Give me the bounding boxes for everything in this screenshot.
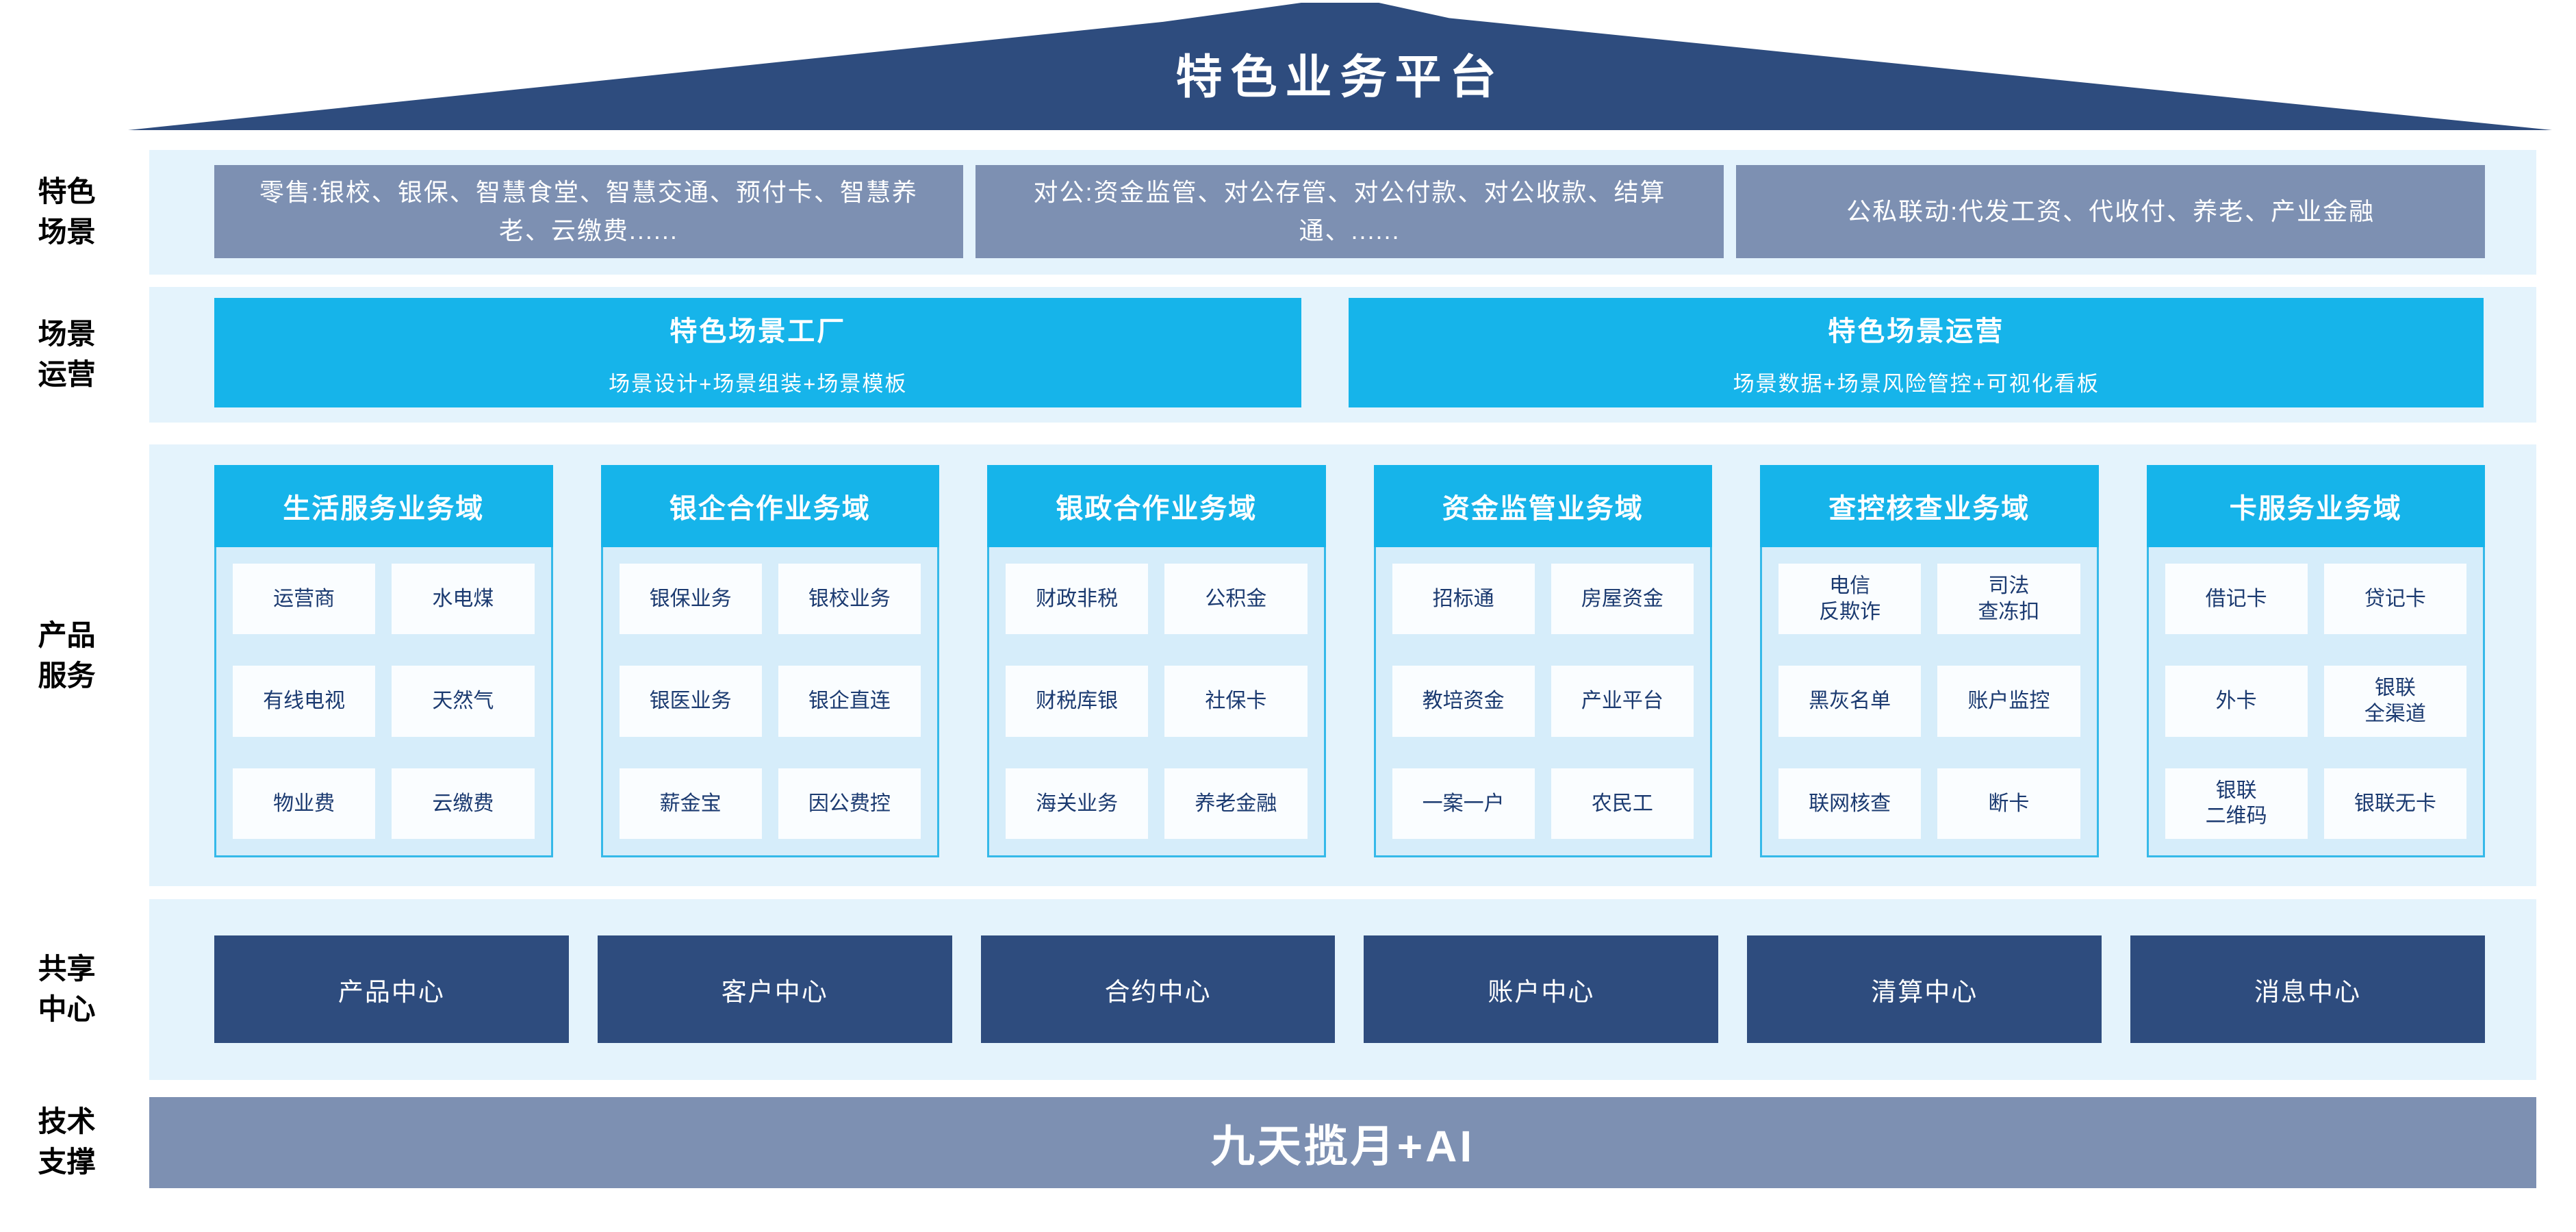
- domain-cell: 产业平台: [1551, 666, 1694, 737]
- domain-cell: 一案一户: [1392, 768, 1535, 839]
- center-product: 产品中心: [214, 935, 569, 1043]
- domain-cell: 海关业务: [1006, 768, 1149, 839]
- domain-header: 银政合作业务域: [987, 465, 1326, 547]
- banner-title: 特色业务平台: [1175, 51, 1505, 103]
- domain-cell: 招标通: [1392, 564, 1535, 635]
- domain-header: 银企合作业务域: [600, 465, 939, 547]
- row-label-products: 产品 服务: [38, 619, 96, 692]
- domain-cell: 银校业务: [778, 564, 921, 635]
- domain-body: 招标通 房屋资金 教培资金 产业平台 一案一户 农民工: [1373, 547, 1712, 857]
- domain-inspection: 查控核查业务域 电信 反欺诈 司法 查冻扣 黑灰名单 账户监控 联网核查 断卡: [1760, 465, 2099, 857]
- domain-cell: 黑灰名单: [1778, 666, 1922, 737]
- domain-cell: 房屋资金: [1551, 564, 1694, 635]
- domain-cell: 银联 全渠道: [2323, 666, 2466, 737]
- row-label-scenes: 特色 场景: [38, 175, 96, 248]
- sharing-band: 产品中心 客户中心 合约中心 账户中心 清算中心 消息中心: [149, 899, 2536, 1080]
- domain-cell: 联网核查: [1778, 768, 1922, 839]
- platform-banner: 特色业务平台: [128, 3, 2552, 130]
- domain-cell: 因公费控: [778, 768, 921, 839]
- tech-support-bar: 九天揽月+AI: [149, 1097, 2536, 1188]
- domain-cell: 财政非税: [1006, 564, 1149, 635]
- domain-cell: 有线电视: [233, 666, 376, 737]
- scene-factory-title: 特色场景工厂: [669, 316, 847, 347]
- domain-cell: 社保卡: [1164, 666, 1308, 737]
- domain-body: 借记卡 贷记卡 外卡 银联 全渠道 银联 二维码 银联无卡: [2146, 547, 2485, 857]
- domain-cell: 借记卡: [2165, 564, 2308, 635]
- domain-cell: 薪金宝: [619, 768, 762, 839]
- domain-cell: 贷记卡: [2323, 564, 2466, 635]
- domain-header: 生活服务业务域: [214, 465, 553, 547]
- domain-cell: 银医业务: [619, 666, 762, 737]
- scene-factory-box: 特色场景工厂 场景设计+场景组装+场景模板: [214, 298, 1302, 407]
- domain-body: 运营商 水电煤 有线电视 天然气 物业费 云缴费: [214, 547, 553, 857]
- scenes-band: 零售:银校、银保、智慧食堂、智慧交通、预付卡、智慧养老、云缴费...... 对公…: [149, 150, 2536, 275]
- domain-body: 银保业务 银校业务 银医业务 银企直连 薪金宝 因公费控: [600, 547, 939, 857]
- center-clearing: 清算中心: [1747, 935, 2102, 1043]
- center-contract: 合约中心: [980, 935, 1336, 1043]
- domain-cell: 养老金融: [1164, 768, 1308, 839]
- domain-cell: 运营商: [233, 564, 376, 635]
- scene-ops-box: 特色场景运营 场景数据+场景风险管控+可视化看板: [1349, 298, 2484, 407]
- domain-cell: 教培资金: [1392, 666, 1535, 737]
- domain-cell: 银联 二维码: [2165, 768, 2308, 839]
- domain-body: 财政非税 公积金 财税库银 社保卡 海关业务 养老金融: [987, 547, 1326, 857]
- row-label-operation: 场景 运营: [38, 318, 96, 390]
- scene-ops-subtitle: 场景数据+场景风险管控+可视化看板: [1733, 371, 2100, 396]
- products-band: 生活服务业务域 运营商 水电煤 有线电视 天然气 物业费 云缴费 银企合作业务域…: [149, 444, 2536, 886]
- domain-header: 卡服务业务域: [2146, 465, 2485, 547]
- domain-cell: 外卡: [2165, 666, 2308, 737]
- domain-header: 查控核查业务域: [1760, 465, 2099, 547]
- domain-cell: 司法 查冻扣: [1937, 564, 2080, 635]
- domain-cell: 银联无卡: [2323, 768, 2466, 839]
- domain-cell: 断卡: [1937, 768, 2080, 839]
- domain-card-services: 卡服务业务域 借记卡 贷记卡 外卡 银联 全渠道 银联 二维码 银联无卡: [2146, 465, 2485, 857]
- domain-life-services: 生活服务业务域 运营商 水电煤 有线电视 天然气 物业费 云缴费: [214, 465, 553, 857]
- domain-body: 电信 反欺诈 司法 查冻扣 黑灰名单 账户监控 联网核查 断卡: [1760, 547, 2099, 857]
- scene-box-linkage: 公私联动:代发工资、代收付、养老、产业金融: [1736, 165, 2486, 258]
- domain-cell: 物业费: [233, 768, 376, 839]
- domain-bank-enterprise: 银企合作业务域 银保业务 银校业务 银医业务 银企直连 薪金宝 因公费控: [600, 465, 939, 857]
- row-label-sharing: 共享 中心: [38, 953, 96, 1025]
- scene-factory-subtitle: 场景设计+场景组装+场景模板: [609, 371, 908, 396]
- domain-fund-supervision: 资金监管业务域 招标通 房屋资金 教培资金 产业平台 一案一户 农民工: [1373, 465, 1712, 857]
- domain-cell: 银企直连: [778, 666, 921, 737]
- domain-header: 资金监管业务域: [1373, 465, 1712, 547]
- domain-cell: 银保业务: [619, 564, 762, 635]
- scene-ops-title: 特色场景运营: [1828, 316, 2005, 347]
- domain-cell: 农民工: [1551, 768, 1694, 839]
- domain-cell: 电信 反欺诈: [1778, 564, 1922, 635]
- operation-band: 特色场景工厂 场景设计+场景组装+场景模板 特色场景运营 场景数据+场景风险管控…: [149, 287, 2536, 423]
- domain-cell: 公积金: [1164, 564, 1308, 635]
- row-label-tech: 技术 支撑: [38, 1105, 96, 1178]
- scene-box-corporate: 对公:资金监管、对公存管、对公付款、对公收款、结算通、......: [975, 165, 1724, 258]
- center-message: 消息中心: [2130, 935, 2485, 1043]
- domain-cell: 云缴费: [392, 768, 535, 839]
- center-account: 账户中心: [1364, 935, 1719, 1043]
- scene-box-retail: 零售:银校、银保、智慧食堂、智慧交通、预付卡、智慧养老、云缴费......: [214, 165, 963, 258]
- domain-bank-government: 银政合作业务域 财政非税 公积金 财税库银 社保卡 海关业务 养老金融: [987, 465, 1326, 857]
- center-customer: 客户中心: [597, 935, 952, 1043]
- domain-cell: 水电煤: [392, 564, 535, 635]
- domain-cell: 账户监控: [1937, 666, 2080, 737]
- domain-cell: 财税库银: [1006, 666, 1149, 737]
- domain-cell: 天然气: [392, 666, 535, 737]
